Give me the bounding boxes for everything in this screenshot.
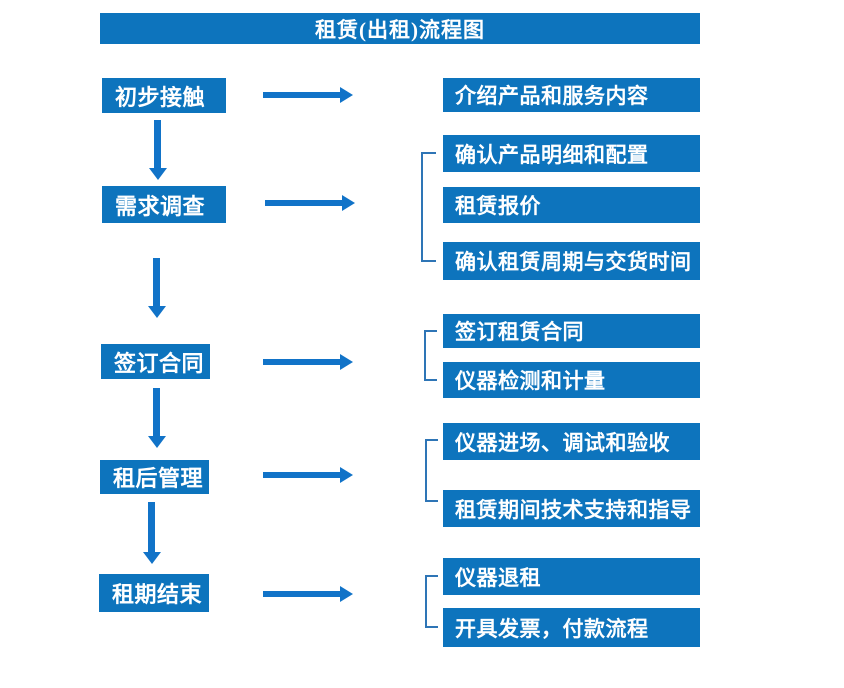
right-arrow-icon (263, 586, 353, 602)
output-box-instrument-return: 仪器退租 (443, 558, 700, 595)
arrow-head (340, 87, 353, 103)
output-box-sign-rental-contract: 签订租赁合同 (443, 314, 700, 348)
arrow-shaft (265, 200, 343, 206)
step-box-sign-contract: 签订合同 (101, 344, 210, 379)
down-arrow-icon (149, 120, 167, 180)
output-box-technical-support: 租赁期间技术支持和指导 (443, 490, 700, 527)
arrow-head (340, 467, 353, 483)
arrow-shaft (153, 258, 160, 306)
arrow-head (143, 552, 161, 564)
output-box-introduce-products: 介绍产品和服务内容 (443, 78, 700, 112)
output-box-instrument-inspection: 仪器检测和计量 (443, 362, 700, 398)
arrow-shaft (263, 92, 341, 98)
group-bracket (421, 152, 436, 262)
arrow-shaft (263, 472, 341, 478)
step-box-rental-end: 租期结束 (99, 574, 209, 612)
step-box-initial-contact: 初步接触 (102, 78, 226, 113)
diagram-title: 租赁(出租)流程图 (100, 13, 700, 44)
down-arrow-icon (148, 388, 166, 448)
right-arrow-icon (263, 354, 353, 370)
step-box-post-rental-management: 租后管理 (100, 460, 209, 494)
arrow-head (148, 306, 166, 318)
arrow-head (149, 168, 167, 180)
group-bracket (425, 575, 438, 628)
group-bracket (424, 330, 437, 381)
arrow-shaft (263, 591, 341, 597)
arrow-shaft (263, 359, 341, 365)
down-arrow-icon (143, 502, 161, 564)
arrow-head (340, 354, 353, 370)
step-box-demand-survey: 需求调查 (102, 186, 226, 223)
down-arrow-icon (148, 258, 166, 318)
output-box-confirm-rental-period: 确认租赁周期与交货时间 (443, 242, 700, 280)
output-box-confirm-product-details: 确认产品明细和配置 (443, 135, 700, 172)
group-bracket (425, 439, 438, 502)
right-arrow-icon (263, 467, 353, 483)
arrow-shaft (148, 502, 155, 552)
arrow-shaft (154, 120, 161, 168)
arrow-shaft (153, 388, 160, 436)
arrow-head (340, 586, 353, 602)
arrow-head (148, 436, 166, 448)
arrow-head (342, 195, 355, 211)
right-arrow-icon (263, 87, 353, 103)
output-box-invoice-payment: 开具发票，付款流程 (443, 608, 700, 647)
output-box-instrument-setup-acceptance: 仪器进场、调试和验收 (443, 423, 700, 460)
right-arrow-icon (265, 195, 355, 211)
output-box-rental-quote: 租赁报价 (443, 187, 700, 223)
